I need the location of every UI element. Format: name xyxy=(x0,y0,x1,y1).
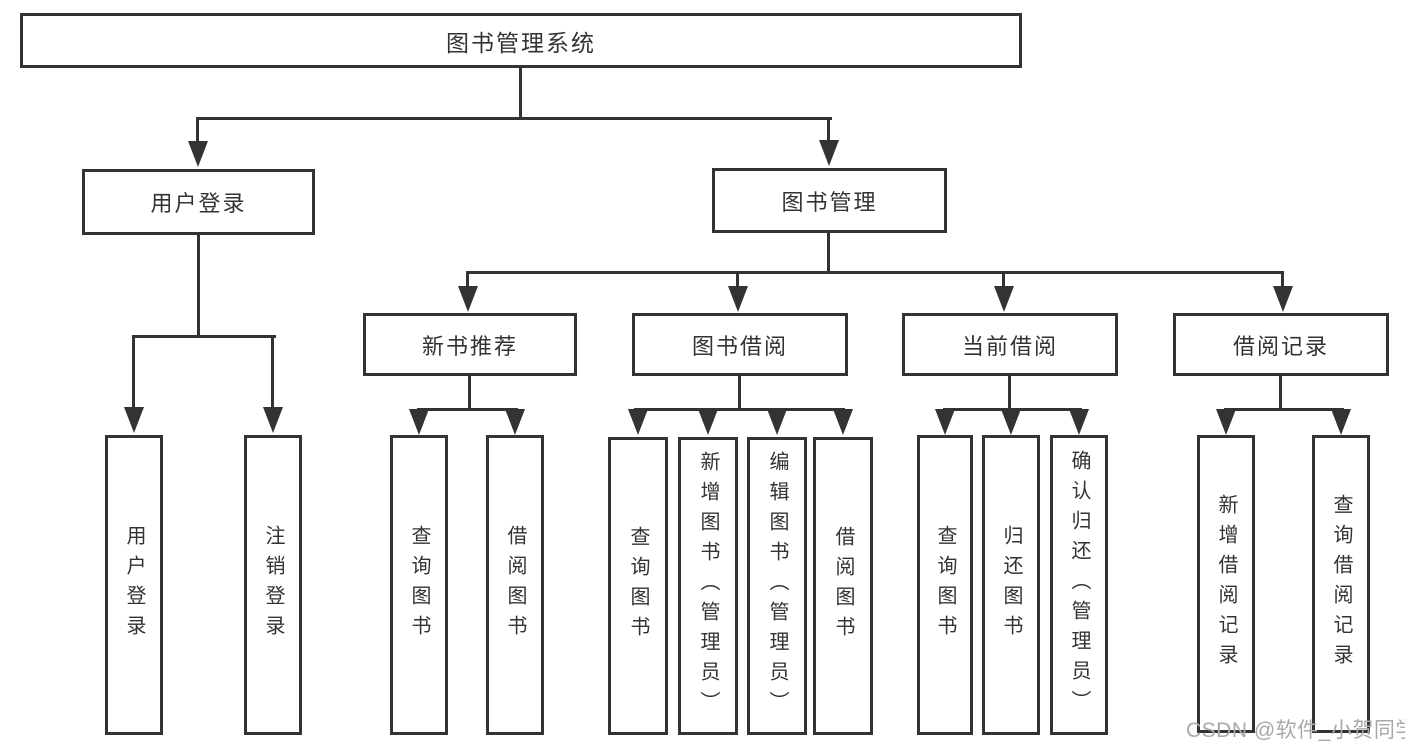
leaf-query-books-borrowing: 查询图书 xyxy=(608,437,668,735)
connector-vline xyxy=(1281,271,1284,287)
leaf-query-borrow-record: 查询借阅记录 xyxy=(1312,435,1370,733)
arrow-down-icon xyxy=(1273,286,1293,312)
connector-vline xyxy=(1279,374,1282,411)
node-label: 新增借阅记录 xyxy=(1215,494,1237,674)
node-label: 借阅图书 xyxy=(504,525,526,645)
arrow-down-icon xyxy=(994,286,1014,312)
arrow-down-icon xyxy=(263,407,283,433)
node-borrowing-records: 借阅记录 xyxy=(1173,313,1389,376)
leaf-borrow-books-borrowing: 借阅图书 xyxy=(813,437,873,735)
node-label: 确认归还（管理员） xyxy=(1068,450,1090,720)
node-label: 新增图书（管理员） xyxy=(697,451,719,721)
leaf-add-books-admin: 新增图书（管理员） xyxy=(678,437,738,735)
arrow-down-icon xyxy=(698,409,718,435)
node-root-library-system: 图书管理系统 xyxy=(20,13,1022,68)
leaf-query-books-recommend: 查询图书 xyxy=(390,435,448,735)
node-label: 查询借阅记录 xyxy=(1330,494,1352,674)
node-label: 图书借阅 xyxy=(691,333,788,359)
node-label: 查询图书 xyxy=(627,526,649,646)
node-label: 归还图书 xyxy=(1000,525,1022,645)
connector-vline xyxy=(271,335,274,409)
arrow-down-icon xyxy=(1069,409,1089,435)
arrow-down-icon xyxy=(458,286,478,312)
arrow-down-icon xyxy=(935,409,955,435)
node-label: 编辑图书（管理员） xyxy=(766,451,788,721)
arrow-down-icon xyxy=(1331,409,1351,435)
connector-hline xyxy=(466,271,1284,274)
connector-vline xyxy=(1008,374,1011,411)
connector-vline xyxy=(1002,271,1005,287)
node-label: 图书管理系统 xyxy=(446,29,596,56)
connector-hline xyxy=(132,335,276,338)
node-label: 注销登录 xyxy=(262,525,284,645)
arrow-down-icon xyxy=(767,409,787,435)
arrow-down-icon xyxy=(124,407,144,433)
leaf-query-books-current: 查询图书 xyxy=(917,435,973,735)
node-book-borrowing: 图书借阅 xyxy=(632,313,848,376)
node-label: 新书推荐 xyxy=(421,333,518,359)
connector-hline xyxy=(634,408,845,411)
leaf-borrow-books-recommend: 借阅图书 xyxy=(486,435,544,735)
connector-vline xyxy=(827,117,830,142)
leaf-return-books: 归还图书 xyxy=(982,435,1040,735)
leaf-logout-login: 注销登录 xyxy=(244,435,302,735)
node-label: 查询图书 xyxy=(934,525,956,645)
arrow-down-icon xyxy=(833,409,853,435)
node-user-login: 用户登录 xyxy=(82,169,315,235)
connector-vline xyxy=(196,117,199,143)
node-label: 当前借阅 xyxy=(961,333,1058,359)
connector-vline xyxy=(827,231,830,274)
arrow-down-icon xyxy=(628,409,648,435)
connector-hline xyxy=(1224,408,1344,411)
arrow-down-icon xyxy=(1216,409,1236,435)
arrow-down-icon xyxy=(409,409,429,435)
connector-hline xyxy=(417,408,518,411)
node-new-book-recommend: 新书推荐 xyxy=(363,313,577,376)
connector-vline xyxy=(519,66,522,120)
connector-vline xyxy=(468,374,471,411)
arrow-down-icon xyxy=(505,409,525,435)
connector-vline xyxy=(738,374,741,411)
arrow-down-icon xyxy=(1001,409,1021,435)
csdn-watermark: CSDN @软件_小贺同学 xyxy=(1186,719,1405,742)
connector-vline xyxy=(132,335,135,409)
node-book-management: 图书管理 xyxy=(712,168,947,233)
arrow-down-icon xyxy=(819,140,839,166)
arrow-down-icon xyxy=(728,286,748,312)
connector-vline xyxy=(466,271,469,287)
leaf-edit-books-admin: 编辑图书（管理员） xyxy=(747,437,807,735)
node-label: 用户登录 xyxy=(150,191,247,216)
node-label: 借阅图书 xyxy=(832,526,854,646)
arrow-down-icon xyxy=(188,141,208,167)
node-label: 图书管理 xyxy=(781,189,878,215)
node-current-borrowing: 当前借阅 xyxy=(902,313,1118,376)
connector-vline xyxy=(736,271,739,287)
connector-vline xyxy=(197,233,200,338)
node-label: 用户登录 xyxy=(123,525,145,645)
node-label: 借阅记录 xyxy=(1232,333,1329,359)
leaf-add-borrow-record: 新增借阅记录 xyxy=(1197,435,1255,733)
node-label: 查询图书 xyxy=(408,525,430,645)
leaf-confirm-return-admin: 确认归还（管理员） xyxy=(1050,435,1108,735)
leaf-user-login: 用户登录 xyxy=(105,435,163,735)
connector-hline xyxy=(197,117,832,120)
